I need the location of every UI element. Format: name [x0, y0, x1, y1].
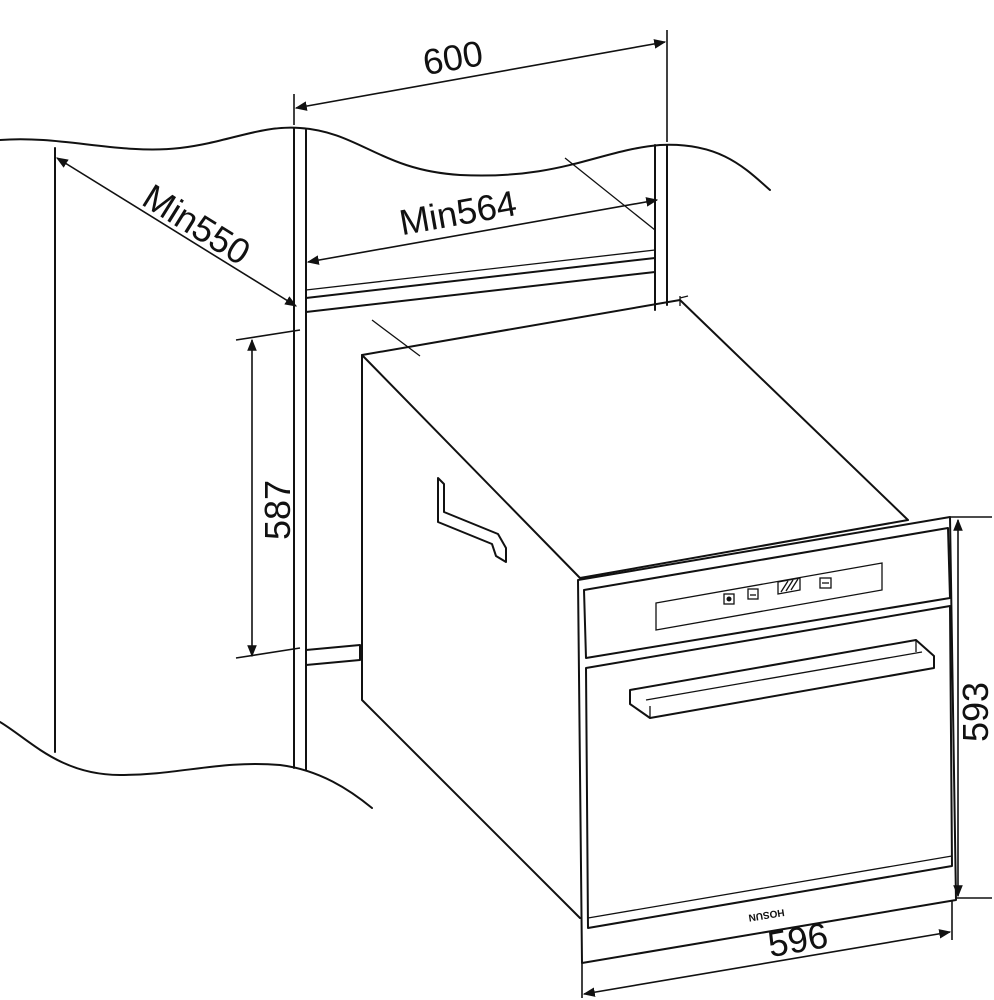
appliance-rear-edge [679, 295, 689, 299]
display-icon[interactable] [819, 577, 832, 589]
cabinet-top-shelf [305, 257, 656, 313]
cabinet-bottom-shelf [305, 644, 361, 666]
power-icon[interactable] [723, 593, 735, 605]
cabinet-back-floor [371, 319, 421, 357]
cabinet-top-break-line [0, 126, 771, 191]
control-buttons [723, 577, 832, 605]
control-panel [583, 527, 951, 659]
door-bottom-trim [587, 855, 953, 919]
dimension-annotations: 600 Min550 Min564 587 593 596 [55, 30, 994, 998]
door-handle[interactable] [629, 639, 935, 719]
cabinet-shelf-back [305, 249, 656, 291]
dim-appliance-width: 596 [765, 914, 831, 965]
dim-596-line [582, 929, 952, 997]
control-display-window [655, 562, 883, 631]
cabinet-back-diagonal [564, 157, 656, 231]
appliance-door[interactable] [585, 605, 953, 929]
dim-opening-height: 587 [257, 480, 298, 540]
cabinet-bottom-break-line [0, 721, 373, 809]
dim-appliance-height: 593 [955, 682, 994, 742]
cabinet [0, 126, 771, 809]
appliance-side-face [361, 354, 581, 919]
side-mounting-bracket [437, 477, 507, 563]
dim-cabinet-depth-min: Min550 [136, 176, 258, 273]
heat-icon[interactable] [777, 577, 801, 595]
brand-label: HOSUN [748, 906, 785, 923]
dim-min550-line [55, 157, 298, 307]
dim-587-extension-bottom [235, 647, 301, 659]
dim-600-line [294, 39, 667, 111]
appliance: HOSUN [361, 295, 957, 964]
mode-icon[interactable] [747, 588, 759, 600]
dim-min564-line [306, 197, 659, 265]
dim-587-extension-top [235, 329, 301, 341]
appliance-top-face [361, 299, 909, 579]
appliance-front-frame [577, 516, 957, 964]
dim-opening-width-min: Min564 [396, 182, 519, 243]
